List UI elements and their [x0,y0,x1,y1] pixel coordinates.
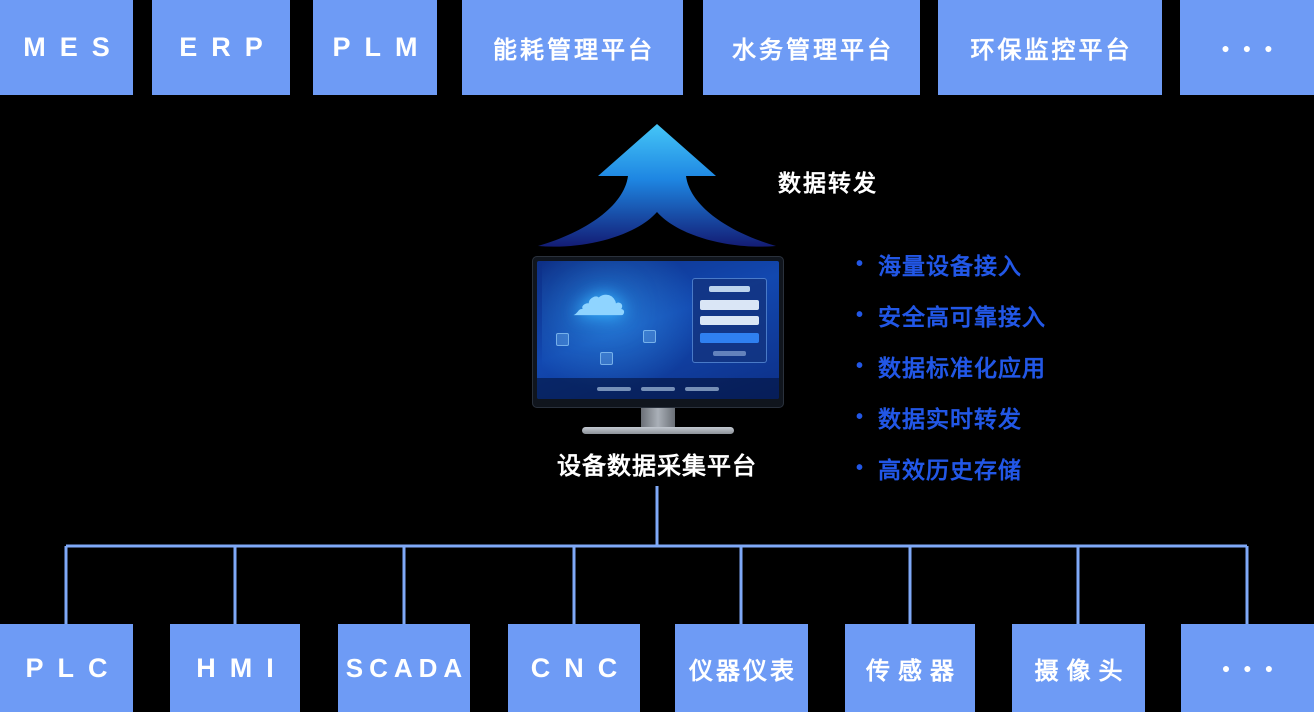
footer-text-bar [641,386,675,391]
bottom-box-hmi: HMI [170,624,300,712]
monitor-stand-neck [641,408,675,427]
footer-text-bar [685,386,719,391]
bottom-box-cameras: 摄像头 [1012,624,1145,712]
top-box-environment-platform: 环保监控平台 [938,0,1162,95]
platform-label: 设备数据采集平台 [557,453,757,480]
login-title-bar [708,285,751,293]
login-button [699,332,759,344]
feature-item: • 海量设备接入 [856,247,1046,281]
data-forward-arrow-icon [538,124,776,252]
footer-text-bar [597,386,631,391]
login-username-input [699,300,759,310]
cloud-icon: ☁ [570,264,627,330]
bottom-box-scada: SCADA [338,624,470,712]
bottom-box-sensors: 传感器 [845,624,975,712]
device-node-icon [599,352,613,366]
feature-text: 数据标准化应用 [878,355,1047,381]
top-box-erp: ERP [152,0,290,95]
data-forward-label: 数据转发 [778,170,878,196]
bottom-box-instruments: 仪器仪表 [675,624,808,712]
login-panel [691,277,767,364]
bottom-box-ellipsis-icon: ●●● [1181,624,1314,712]
feature-item: • 数据标准化应用 [856,349,1046,383]
bottom-box-plc: PLC [0,624,133,712]
bullet-icon: • [856,253,865,275]
feature-text: 高效历史存储 [878,457,1023,483]
top-box-mes: MES [0,0,133,95]
login-footer-bar [713,351,746,357]
screen-footer [537,378,779,399]
bottom-box-cnc: CNC [508,624,640,712]
feature-item: • 数据实时转发 [856,400,1046,434]
feature-text: 海量设备接入 [878,253,1023,279]
top-box-ellipsis-icon: ●●● [1180,0,1314,95]
bullet-icon: • [856,457,865,479]
feature-item: • 安全高可靠接入 [856,298,1046,332]
monitor-bezel: ☁ [532,256,784,408]
feature-item: • 高效历史存储 [856,451,1046,485]
feature-list: • 海量设备接入 • 安全高可靠接入 • 数据标准化应用 • 数据实时转发 • … [856,247,1046,485]
device-node-icon [643,330,657,343]
monitor-screen: ☁ [537,261,779,399]
top-box-plm: PLM [313,0,437,95]
feature-text: 数据实时转发 [878,406,1023,432]
bullet-icon: • [856,355,865,377]
top-box-energy-platform: 能耗管理平台 [462,0,683,95]
login-password-input [699,315,759,325]
monitor: ☁ [532,256,784,434]
bullet-icon: • [856,304,865,326]
bullet-icon: • [856,406,865,428]
screen-glow [541,261,712,399]
monitor-stand-base [582,427,734,434]
feature-text: 安全高可靠接入 [878,304,1047,330]
top-box-water-platform: 水务管理平台 [703,0,920,95]
device-node-icon [556,332,570,346]
